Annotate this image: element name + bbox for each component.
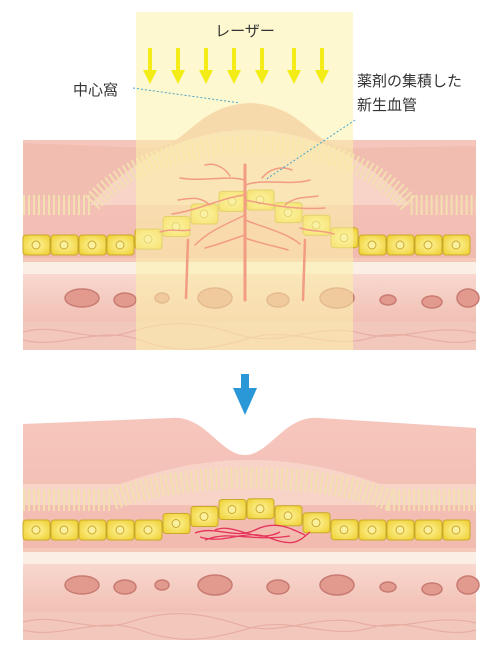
rpe-cell: [22, 519, 51, 541]
neovasc-label-line2: 新生血管: [357, 96, 417, 114]
rpe-cell: [358, 519, 387, 541]
rpe-cell: [78, 234, 107, 256]
rpe-cell: [246, 498, 275, 520]
bottom-panel: [22, 417, 480, 640]
bruch-membrane-bottom: [23, 548, 476, 552]
rpe-cell: [330, 519, 359, 541]
regressed-vessels: [194, 524, 311, 544]
rpe-cell: [358, 234, 387, 256]
top-panel: レーザー 中心窩 薬剤の集積した 新生血管: [22, 12, 480, 350]
rpe-cell: [78, 519, 107, 541]
fovea-label: 中心窩: [73, 81, 118, 99]
laser-label: レーザー: [215, 22, 275, 40]
rpe-cell: [190, 506, 219, 527]
laser-arrow-icon: [227, 48, 241, 84]
rpe-cell: [50, 234, 79, 256]
rpe-cell: [386, 234, 415, 256]
laser-beam: [136, 12, 353, 350]
laser-arrow-icon: [255, 48, 269, 84]
rpe-cell: [414, 234, 443, 256]
neovasc-label-line1: 薬剤の集積した: [357, 72, 462, 90]
rpe-cell-row-bottom: [22, 498, 471, 541]
laser-arrow-icon: [143, 48, 157, 84]
rpe-cell: [274, 505, 303, 527]
rpe-cell: [218, 499, 247, 520]
down-arrow-icon: [233, 374, 257, 415]
laser-arrow-icon: [199, 48, 213, 84]
sclera-fibers-bottom: [22, 613, 477, 640]
rpe-cell: [134, 519, 163, 541]
rpe-cell: [50, 519, 79, 541]
rpe-cell: [106, 519, 135, 541]
rpe-cell: [442, 519, 471, 541]
laser-arrow-icon: [287, 48, 301, 84]
inner-band-bottom: [23, 460, 476, 505]
rpe-cell: [442, 234, 471, 256]
rpe-cell: [22, 234, 51, 256]
rpe-cell: [414, 519, 443, 541]
choroid-dots-bottom: [23, 552, 476, 564]
rpe-cell: [106, 234, 135, 256]
rpe-cell: [162, 513, 191, 534]
laser-arrow-icon: [315, 48, 329, 84]
rpe-cell: [386, 519, 415, 541]
laser-arrow-icon: [171, 48, 185, 84]
choroid-vessels-bottom: [64, 574, 480, 596]
laser-arrow-group: [143, 48, 329, 84]
rpe-cell: [302, 512, 331, 534]
